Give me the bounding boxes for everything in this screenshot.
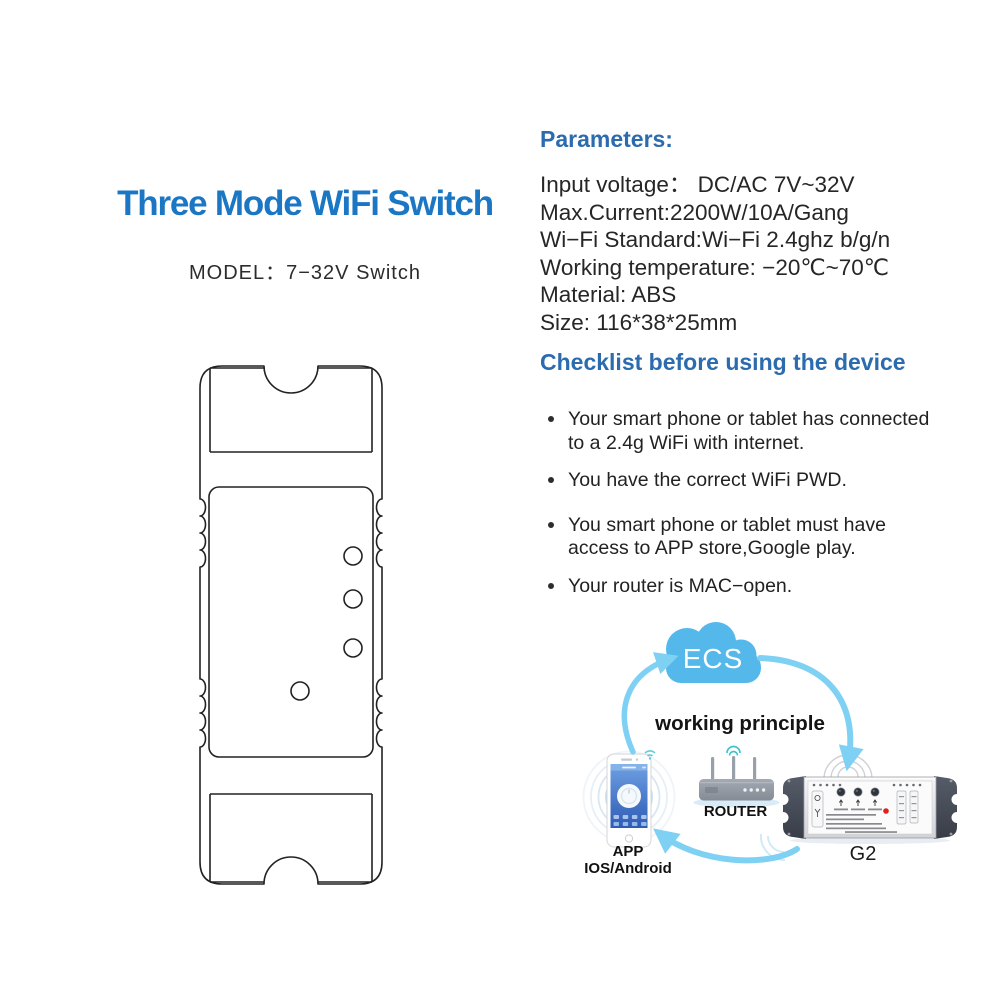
model-label: MODEL：7−32V Switch — [189, 262, 421, 284]
app-label-line1: APP — [612, 843, 644, 860]
working-principle-diagram: ECS — [582, 622, 957, 864]
parameter-line: Size: 116*38*25mm — [540, 309, 738, 335]
router-label: ROUTER — [703, 803, 768, 820]
app-label: APP IOS/Android — [563, 843, 693, 877]
g2-label: G2 — [849, 843, 877, 865]
checklist-item: Your router is MAC−open. — [540, 575, 960, 599]
parameter-line: Wi−Fi Standard:Wi−Fi 2.4ghz b/g/n — [540, 227, 891, 253]
parameter-line: Input voltage： DC/AC 7V~32V — [540, 172, 855, 197]
device-led-hole — [343, 589, 363, 609]
spec-text-placeholder — [826, 808, 897, 833]
cycle-arrows — [621, 652, 864, 864]
device-led-hole — [343, 546, 363, 566]
parameter-line: Working temperature: −20℃~70℃ — [540, 254, 890, 280]
device-top-panel — [209, 367, 373, 453]
device-outer-outline — [199, 365, 383, 885]
device-bottom-panel — [209, 793, 373, 883]
device-button-hole — [290, 681, 310, 701]
g2-buttons — [836, 787, 880, 797]
checklist-heading: Checklist before using the device — [540, 349, 906, 375]
g2-device-illustration — [759, 754, 957, 862]
router-illustration — [693, 745, 780, 808]
checklist: Your smart phone or tablet has connected… — [540, 408, 960, 612]
app-label-line2: IOS/Android — [584, 860, 672, 877]
g2-corner-ripples — [759, 833, 786, 862]
g2-status-led — [883, 808, 889, 814]
diagram-caption: working principle — [655, 712, 825, 735]
arrow-phone-to-cloud — [621, 652, 679, 755]
device-led-hole — [343, 638, 363, 658]
parameter-line: Material: ABS — [540, 282, 677, 308]
parameter-line: Max.Current:2200W/10A/Gang — [540, 199, 849, 225]
switch-outline-drawing — [199, 365, 383, 885]
smartphone-illustration — [606, 750, 656, 848]
ecs-cloud: ECS — [666, 622, 761, 683]
page-title: Three Mode WiFi Switch — [117, 184, 494, 223]
device-middle-panel — [208, 486, 374, 758]
phone-signal-icon — [644, 750, 656, 760]
arrow-cloud-to-device — [757, 655, 864, 772]
parameters-heading: Parameters: — [540, 126, 673, 152]
checklist-item: Your smart phone or tablet has connected… — [540, 408, 960, 455]
arrow-device-to-phone — [653, 828, 800, 864]
cloud-label: ECS — [683, 643, 744, 674]
checklist-item: You have the correct WiFi PWD. — [540, 469, 960, 493]
checklist-item: You smart phone or tablet must have acce… — [540, 514, 960, 561]
